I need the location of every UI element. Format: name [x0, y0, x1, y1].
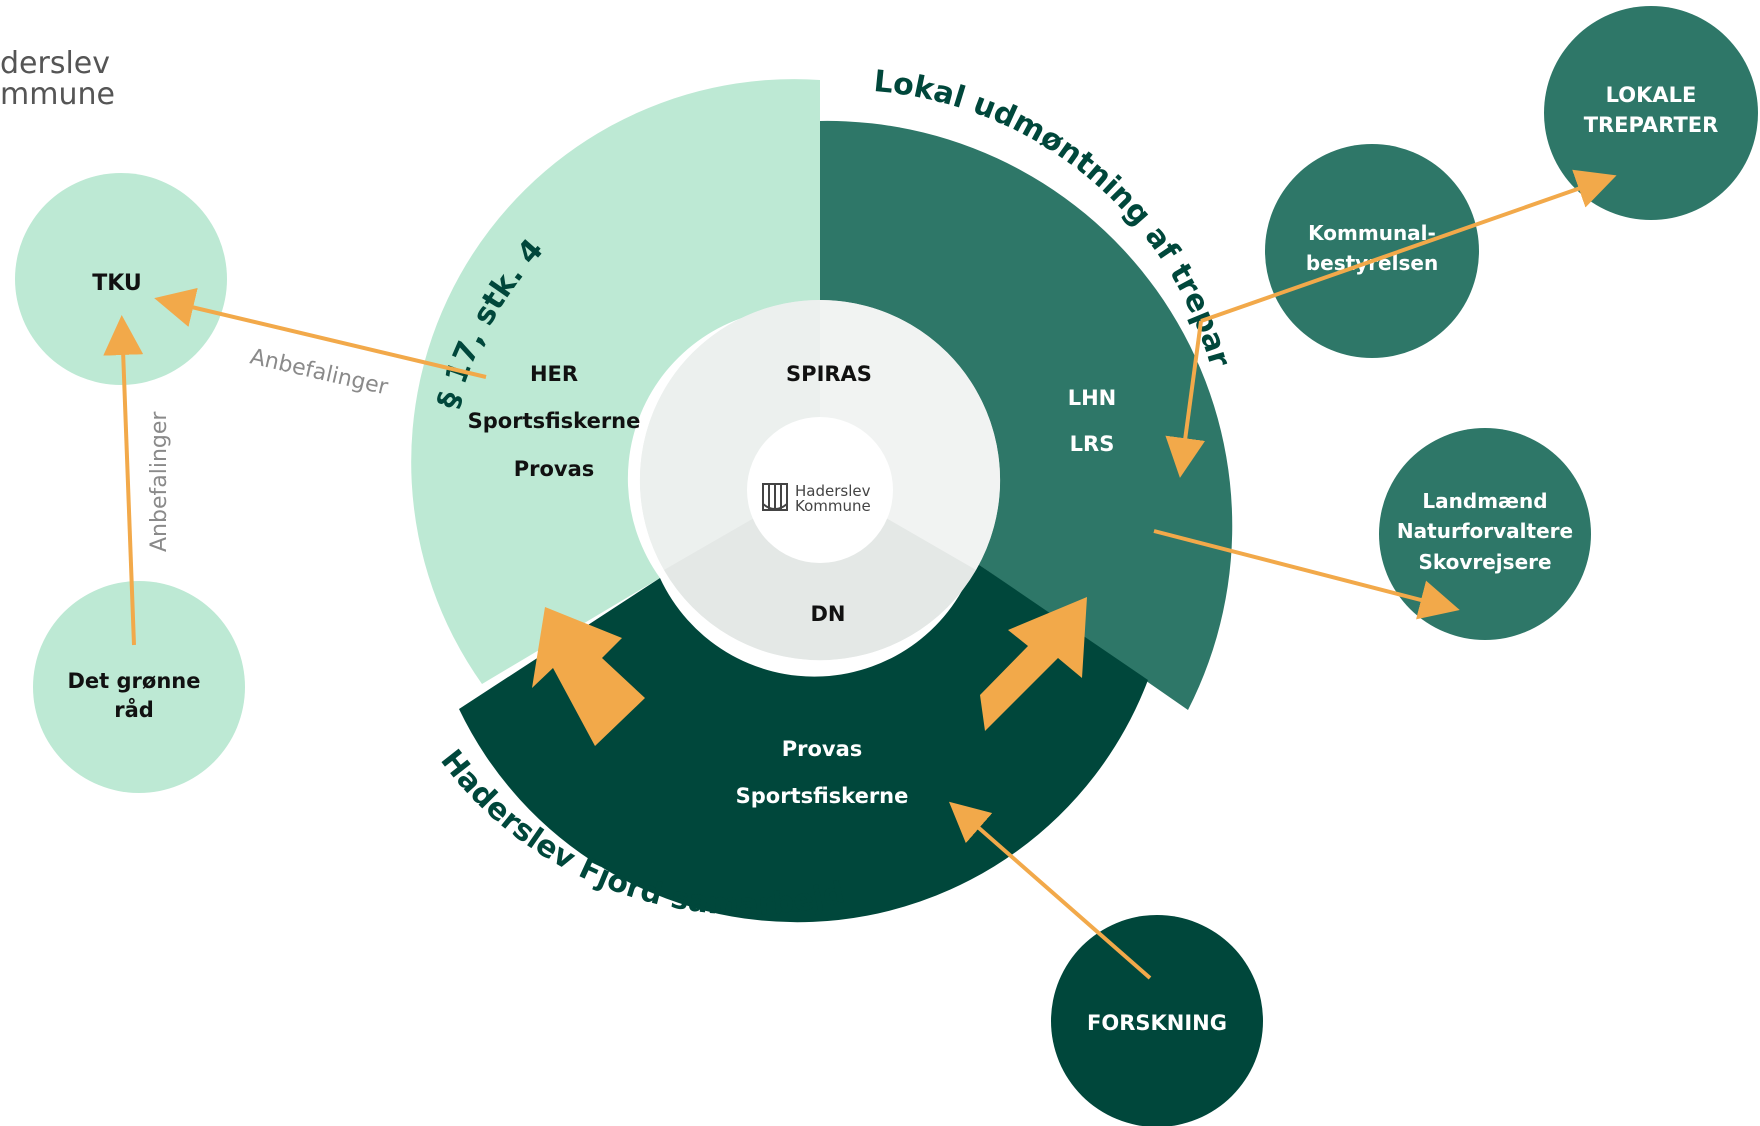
node-lokale-line-1: LOKALE: [1606, 83, 1697, 107]
node-det-groenne-raad-line-2: råd: [114, 697, 154, 722]
arrow-her-to-tku: [154, 287, 487, 379]
segment-left-item-3: Provas: [514, 457, 595, 481]
edge-label-anbefalinger-vertical: Anbefalinger: [147, 411, 172, 552]
center-logo-circle: [747, 417, 893, 563]
node-det-groenne-raad-line-1: Det grønne: [68, 669, 201, 693]
segment-bottom-item-2: Sportsfiskerne: [736, 784, 909, 808]
node-landmaend-line-2: Naturforvaltere: [1397, 519, 1573, 543]
node-det-groenne-raad: Det grønne råd: [33, 581, 245, 793]
arrow-lhn-to-landmaend: [1153, 529, 1460, 620]
node-landmaend: Landmænd Naturforvaltere Skovrejsere: [1379, 428, 1591, 640]
center-logo-line-1: Haderslev: [795, 482, 871, 500]
segment-right-item-1: LHN: [1068, 386, 1117, 410]
edge-label-anbefalinger-horizontal: Anbefalinger: [248, 344, 391, 400]
logo-line-2: mmune: [0, 77, 115, 112]
node-tku-label: TKU: [92, 271, 142, 296]
node-tku: TKU: [15, 173, 227, 385]
segment-left-item-2: Sportsfiskerne: [468, 409, 641, 433]
coat-of-arms-icon: [762, 483, 788, 511]
segment-right-item-2: LRS: [1070, 432, 1115, 456]
segment-law-17: [411, 79, 820, 685]
center-logo-line-2: Kommune: [795, 497, 871, 515]
segment-local-trepart: [820, 120, 1233, 710]
node-forskning-label: FORSKNING: [1087, 1011, 1227, 1035]
segment-bottom-item-1: Provas: [782, 737, 863, 761]
logo: derslev mmune: [0, 46, 115, 112]
segment-left-item-1: HER: [530, 362, 578, 386]
arrow-forskning-to-fjord: [948, 801, 1152, 980]
node-forskning: FORSKNING: [1051, 915, 1263, 1126]
node-lokale-line-2: TREPARTER: [1584, 113, 1719, 137]
arrow-lokale-to-lhn-lrs: [1165, 320, 1206, 478]
node-lokale-treparter: LOKALE TREPARTER: [1544, 6, 1758, 220]
inner-label-dn: DN: [810, 602, 845, 626]
node-kommunalbestyrelsen: Kommunal- bestyrelsen: [1265, 144, 1479, 358]
big-arrow-right: [980, 597, 1087, 731]
node-kommunal-line-1: Kommunal-: [1308, 221, 1436, 245]
inner-sector-dn: [664, 480, 976, 661]
logo-line-1: derslev: [0, 46, 110, 81]
node-landmaend-line-1: Landmænd: [1422, 489, 1547, 513]
arrow-groenne-to-tku: [103, 315, 144, 646]
node-landmaend-line-3: Skovrejsere: [1418, 550, 1551, 574]
inner-label-spiras: SPIRAS: [786, 362, 872, 386]
arrow-lhn-lrs-to-lokale: [1200, 169, 1617, 323]
big-arrow-left: [532, 607, 645, 746]
